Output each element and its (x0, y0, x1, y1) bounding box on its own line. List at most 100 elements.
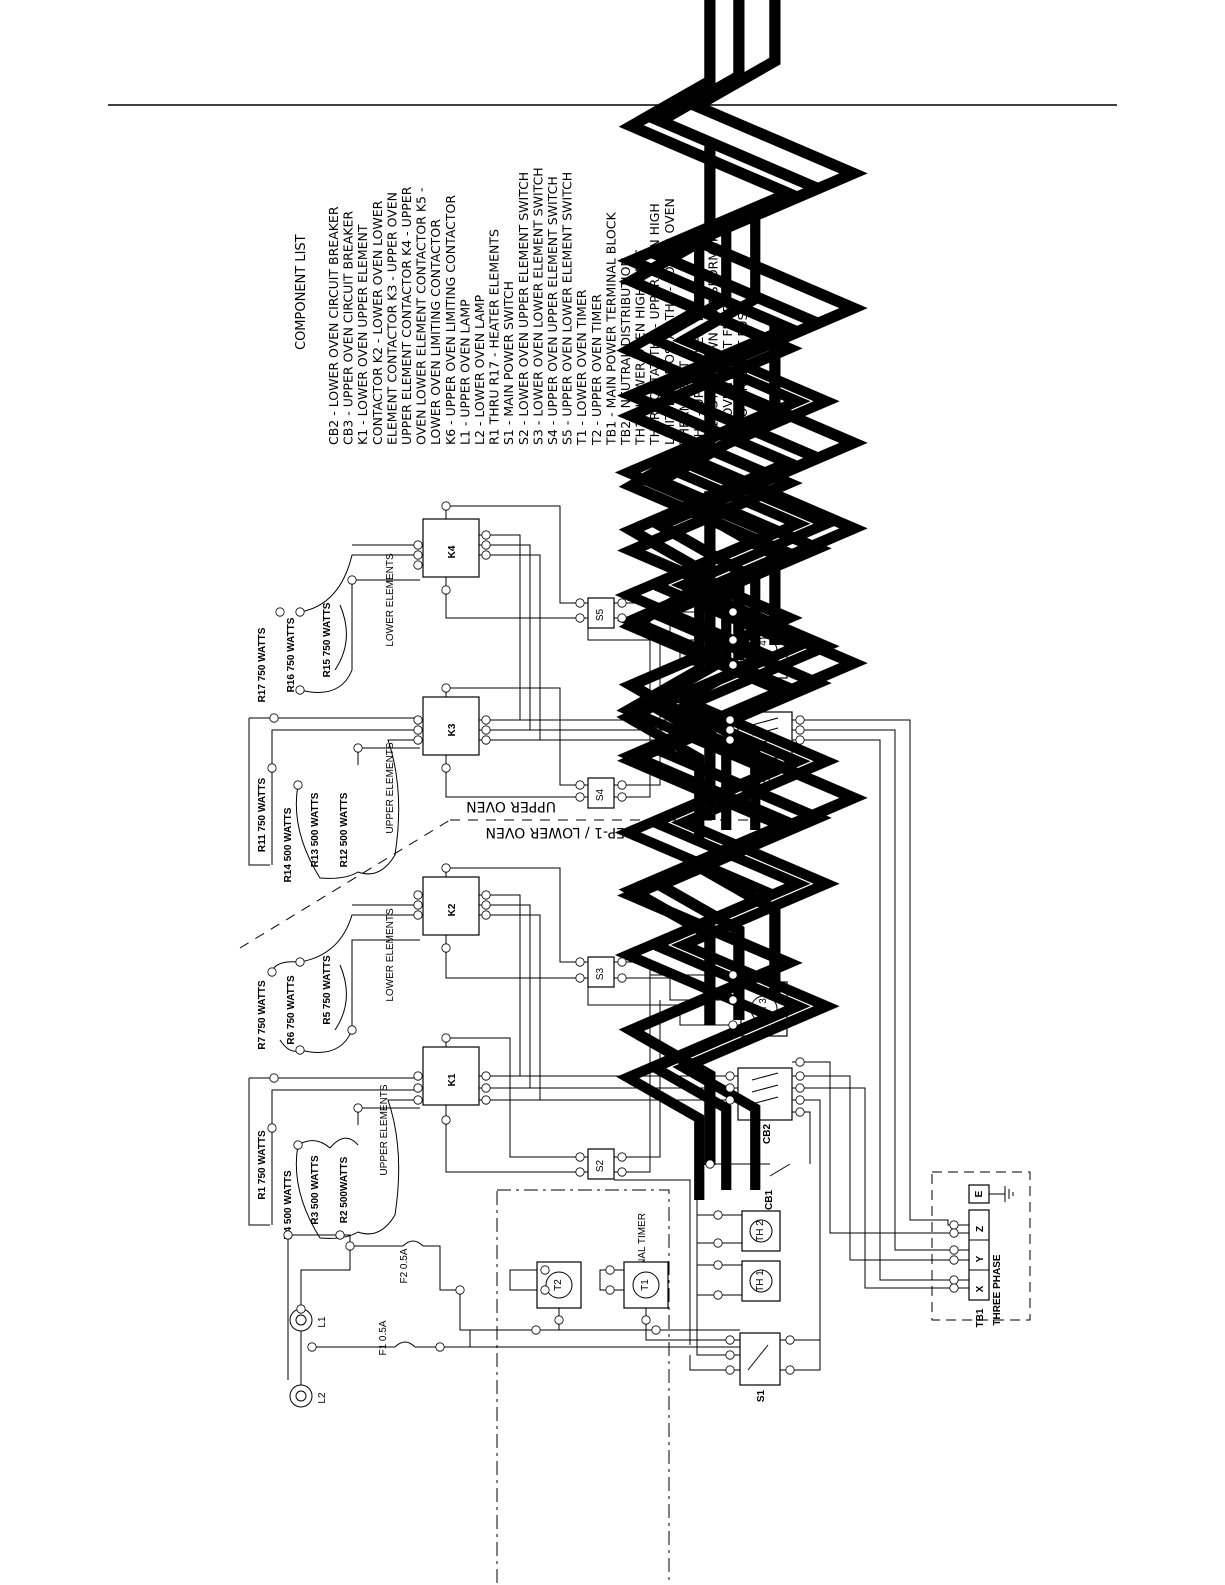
wire-number-node (575, 613, 585, 623)
component-list-item: R1 THRU R17 - HEATER ELEMENTS (487, 229, 502, 445)
wire-number-node (481, 540, 491, 550)
wire-number-node (728, 607, 738, 617)
wire-number-node (605, 1285, 615, 1295)
wire-number-node (481, 530, 491, 540)
heater-r2: R2 500WATTS (339, 577, 827, 1223)
wire-number-node (725, 1095, 735, 1105)
svg-text:R5 750 WATTS: R5 750 WATTS (322, 955, 333, 1025)
wire-number-node (481, 1095, 491, 1105)
element-switch-s2: S2 (587, 1148, 615, 1180)
wire-number-node (413, 725, 423, 735)
wire-number-node (267, 1123, 277, 1133)
svg-text:L2: L2 (317, 1392, 328, 1404)
wire-number-node (605, 1265, 615, 1275)
component-list-item: TB2 - NEUTRAL DISTRIBUTION (618, 257, 633, 446)
svg-text:S3: S3 (595, 967, 606, 980)
optional-timer-region (496, 1189, 670, 1585)
wire-number-node (713, 1290, 723, 1300)
wire-number-node (795, 1083, 805, 1093)
optional-timer-label: OPTIONAL TIMER (637, 1213, 648, 1297)
wire-number-node (413, 715, 423, 725)
wire-number-node (575, 792, 585, 802)
wire-number-node (949, 1255, 959, 1265)
upper-elements-label-lower-oven: UPPER ELEMENTS (379, 1084, 390, 1175)
wire-number-node (728, 995, 738, 1005)
wiring (248, 505, 969, 1385)
wire-number-node (795, 725, 805, 735)
contactor-k3: K3 (422, 696, 480, 756)
heater-r6: R6 750 WATTS (286, 345, 818, 1045)
breaker-cb1: CB1 (764, 1163, 791, 1210)
element-switch-s4: S4 (587, 777, 615, 809)
component-list-item: T1 - LOWER OVEN TIMER (574, 289, 589, 446)
breaker-cb2: CB2 (737, 1067, 793, 1144)
wire-number-node (617, 613, 627, 623)
wire-number-node (293, 780, 303, 790)
svg-text:S2: S2 (595, 1159, 606, 1172)
svg-text:R16 750 WATTS: R16 750 WATTS (286, 617, 297, 692)
wire-number-node (295, 1045, 305, 1055)
lamp-l1: L1 (289, 1308, 328, 1332)
lower-elements-label-upper-oven: LOWER ELEMENTS (385, 553, 396, 647)
svg-text:R7 750 WATTS: R7 750 WATTS (257, 980, 268, 1050)
wire-number-node (575, 957, 585, 967)
wire-number-node (441, 1115, 451, 1125)
wire-number-node (705, 1159, 715, 1169)
wire-number-node (413, 550, 423, 560)
ground-terminal: E (968, 1184, 1014, 1204)
element-switch-s3: S3 (587, 956, 615, 988)
wire-number-node (481, 910, 491, 920)
wire-number-node (441, 683, 451, 693)
component-list-item: CB2 - LOWER OVEN CIRCUIT BREAKER (326, 206, 341, 445)
svg-text:E: E (974, 1190, 985, 1197)
heater-r11: R11 750 WATTS (257, 145, 789, 853)
wire-number-node (481, 1083, 491, 1093)
wire-number-node (785, 1335, 795, 1345)
component-list-item: TB1 - MAIN POWER TERMINAL BLOCK (603, 212, 618, 446)
wire-number-node (575, 780, 585, 790)
heater-r16: R16 750 WATTS (286, 0, 818, 692)
svg-text:CB2: CB2 (762, 1124, 773, 1144)
wire-number-node (441, 763, 451, 773)
svg-text:R3 500 WATTS: R3 500 WATTS (310, 1155, 321, 1225)
wire-number-node (651, 1325, 661, 1335)
svg-text:TB1: TB1 (975, 1308, 986, 1327)
fuse-f1: F1 0.5A (378, 1320, 416, 1356)
lower-oven-label: EP-1 / LOWER OVEN (486, 824, 625, 840)
wire-number-node (267, 763, 277, 773)
wire-number-node (949, 1275, 959, 1285)
component-list-item: S1 - MAIN POWER SWITCH (501, 281, 516, 445)
component-list-item: L2 - LOWER OVEN LAMP (472, 294, 487, 445)
three-phase-label: THREE PHASE (992, 1254, 1003, 1325)
svg-text:Y: Y (975, 1255, 986, 1262)
wire-number-node (617, 1167, 627, 1177)
component-list-item: K1 - LOWER OVEN UPPER ELEMENT (355, 224, 370, 445)
wire-number-node (293, 1140, 303, 1150)
svg-text:Z: Z (975, 1226, 986, 1232)
wire-number-node (307, 1342, 317, 1352)
wire-number-nodes (267, 501, 959, 1375)
wire-number-node (540, 1265, 550, 1275)
component-list-item: K6 - UPPER OVEN LIMITING CONTACTOR (443, 195, 458, 445)
wire-number-node (785, 1365, 795, 1375)
wire-number-node (713, 1260, 723, 1270)
svg-text:X: X (975, 1285, 986, 1292)
wire-number-node (295, 957, 305, 967)
wire-number-node (413, 900, 423, 910)
svg-text:R2 500WATTS: R2 500WATTS (339, 1156, 350, 1223)
wire-number-node (295, 607, 305, 617)
svg-text:R11 750 WATTS: R11 750 WATTS (257, 778, 268, 853)
component-list-item: ELEMENT CONTACTOR K3 - UPPER OVEN (384, 192, 399, 445)
schematic: UPPER OVEN EP-1 / LOWER OVEN K4 K3 K2 K1… (239, 0, 1031, 1585)
wire-number-node (725, 1365, 735, 1375)
wire-number-node (283, 1230, 293, 1240)
component-list-title: COMPONENT LIST (294, 234, 309, 350)
heater-r12: R12 500 WATTS (339, 217, 827, 867)
thermostat-th2: TH 2 (741, 1210, 781, 1252)
svg-text:K2: K2 (447, 903, 458, 916)
wire-number-node (795, 1095, 805, 1105)
wire-number-node (617, 780, 627, 790)
svg-text:R14 500 WATTS: R14 500 WATTS (283, 807, 294, 882)
wire-number-node (725, 715, 735, 725)
